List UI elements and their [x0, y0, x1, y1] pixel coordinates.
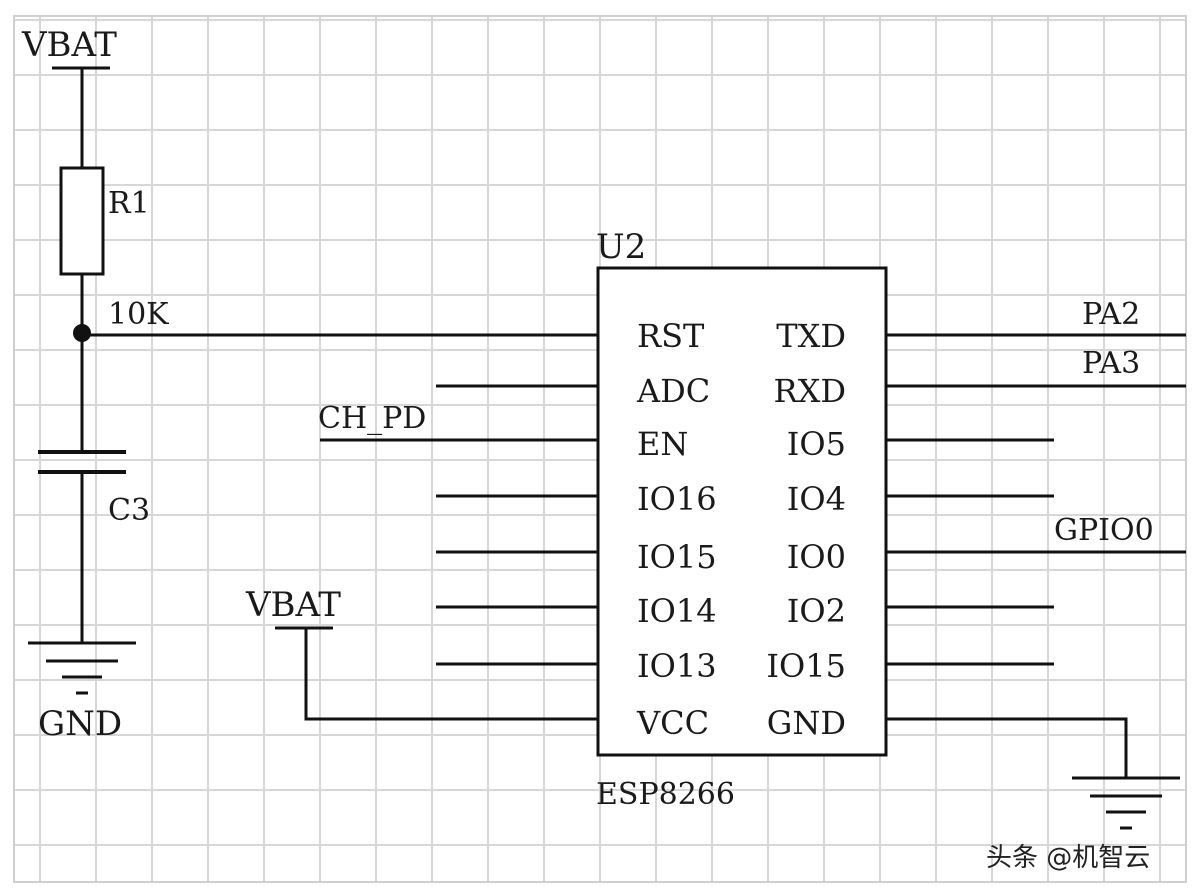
capacitor-ref-label: C3	[108, 493, 150, 528]
pin-label-left: EN	[637, 425, 688, 463]
vbat-vcc-label: VBAT	[245, 585, 341, 625]
resistor-r1	[59, 166, 105, 276]
pin-label-left: IO14	[637, 592, 717, 630]
net-ch-pd-label: CH_PD	[318, 401, 426, 436]
chip-esp8266-body	[596, 266, 888, 757]
wire-gnd-right	[886, 717, 1128, 778]
pin-label-left: IO13	[637, 647, 717, 685]
chip-part-label: ESP8266	[596, 777, 735, 812]
pin-label-left: IO16	[637, 480, 717, 518]
pin-label-left: RST	[637, 317, 705, 355]
net-pa3-label: PA3	[1082, 346, 1140, 381]
pin-label-left: ADC	[636, 372, 710, 410]
pin-label-right: IO4	[787, 480, 846, 518]
vbat-top-label: VBAT	[21, 25, 117, 65]
pin-label-right: IO0	[787, 538, 846, 576]
resistor-ref-label: R1	[108, 186, 150, 221]
junction-dot	[73, 324, 91, 342]
watermark-text: 头条 @机智云	[986, 843, 1150, 873]
gnd-left-label: GND	[38, 704, 122, 744]
net-gpio0-label: GPIO0	[1054, 513, 1154, 548]
pin-label-right: IO2	[787, 592, 846, 630]
ground-symbol-right	[1072, 776, 1180, 830]
pin-label-right: IO15	[766, 647, 846, 685]
pin-label-left: IO15	[637, 538, 717, 576]
pin-label-right: IO5	[787, 425, 846, 463]
frame-border	[13, 15, 1187, 883]
vbat-top-symbol	[52, 66, 110, 168]
capacitor-c3	[38, 450, 126, 474]
chip-ref-label: U2	[596, 227, 646, 267]
vbat-vcc-symbol	[275, 626, 598, 721]
net-pa2-label: PA2	[1082, 297, 1140, 332]
ground-symbol-left	[28, 641, 136, 695]
pin-label-right: GND	[767, 704, 846, 742]
pin-label-right: TXD	[776, 317, 846, 355]
resistor-value-label: 10K	[108, 297, 169, 332]
pin-label-right: RXD	[773, 372, 846, 410]
pin-label-left: VCC	[636, 704, 709, 742]
